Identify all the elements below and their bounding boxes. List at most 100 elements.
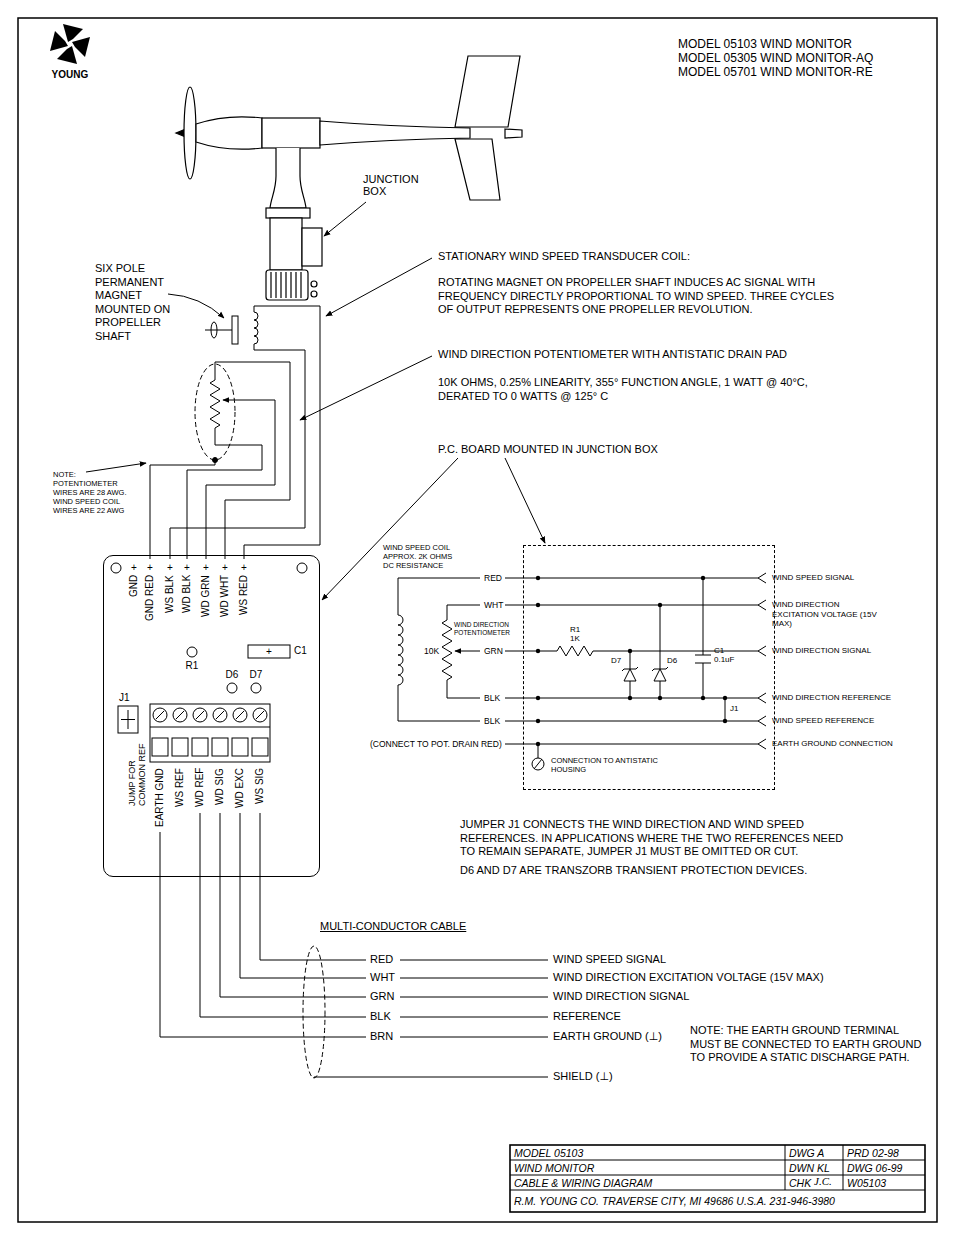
wire-color: WHT	[484, 600, 503, 610]
board-components	[153, 708, 167, 722]
signal-name: WIND SPEED SIGNAL	[772, 573, 854, 583]
schematic-wiring	[622, 667, 638, 671]
wind-monitor-illustration	[266, 270, 308, 300]
title-cell: DWG 06-99	[847, 1162, 902, 1175]
terminal-label: WS SIG	[255, 768, 265, 804]
terminal-label: WS RED	[239, 575, 249, 615]
wind-monitor-illustration	[311, 291, 317, 297]
callout-note: 10K OHMS, 0.25% LINEARITY, 355° FUNCTION…	[438, 375, 848, 403]
callout-heading: WIND DIRECTION POTENTIOMETER WITH ANTIST…	[438, 348, 787, 361]
terminal-label: WD EXC	[235, 768, 245, 808]
schematic-wiring	[505, 646, 758, 656]
board-components	[192, 738, 208, 756]
board-components	[248, 645, 290, 658]
junction-dot	[536, 719, 540, 723]
magnet-symbol	[211, 322, 217, 338]
wire-note: NOTE: POTENTIOMETER WIRES ARE 28 AWG. WI…	[53, 470, 138, 515]
title-block-grid	[510, 1145, 925, 1212]
wind-monitor-illustration	[505, 129, 522, 138]
board-components	[227, 683, 237, 693]
cable-wiring	[160, 832, 548, 1037]
terminal-label: WD REF	[195, 768, 205, 807]
polarity-mark: +	[147, 562, 153, 574]
schematic-wiring	[695, 578, 711, 698]
component-note: CONNECTION TO ANTISTATIC HOUSING	[551, 756, 663, 774]
component-label: R1	[570, 625, 580, 635]
wire-color: WHT	[370, 971, 395, 984]
jumper-note: JUMP FOR COMMON REF	[127, 738, 147, 806]
title-cell: MODEL 05103	[514, 1147, 583, 1160]
board-components	[150, 727, 270, 728]
young-logo	[57, 46, 77, 64]
coil-and-potentiometer-wiring	[150, 306, 320, 559]
board-components	[152, 738, 168, 756]
schematic-wiring	[534, 759, 542, 769]
board-components	[216, 711, 224, 719]
signal-name: EARTH GROUND (⊥)	[553, 1030, 662, 1043]
board-components	[176, 711, 184, 719]
wire-color: GRN	[484, 646, 503, 656]
junction-dot	[536, 576, 540, 580]
polarity-mark: +	[203, 562, 209, 574]
schematic-wiring	[758, 573, 766, 749]
coil-and-potentiometer-wiring	[213, 458, 218, 463]
terminal-label: WS REF	[175, 768, 185, 807]
signal-name: WIND DIRECTION SIGNAL	[553, 990, 689, 1003]
title-cell: DWN KL	[789, 1162, 830, 1175]
component-value: 0.1uF	[714, 655, 734, 665]
wire-color: BLK	[370, 1010, 391, 1023]
component-value: 10K	[424, 646, 439, 656]
component-label: J1	[730, 704, 738, 714]
schematic-wiring	[455, 651, 480, 652]
wind-monitor-illustration	[271, 272, 301, 298]
board-components	[251, 683, 261, 693]
board-components	[297, 563, 307, 573]
signal-name: REFERENCE	[553, 1010, 621, 1023]
polarity-mark: +	[167, 562, 173, 574]
schematic-wiring	[725, 698, 726, 721]
component-label: D6	[226, 669, 239, 681]
board-components	[213, 708, 227, 722]
component-label: C1	[294, 645, 307, 657]
terminal-label: GND RED	[145, 575, 155, 621]
junction-dot	[536, 576, 727, 746]
wind-monitor-illustration	[455, 139, 500, 200]
coil-and-potentiometer-wiring	[187, 435, 262, 559]
schematic-wiring	[505, 578, 758, 579]
junction-dot	[723, 719, 727, 723]
component-label: J1	[119, 692, 130, 704]
cable-wiring	[314, 1077, 548, 1078]
board-components	[196, 711, 204, 719]
leader-arrow	[322, 458, 458, 600]
component-note: WIND SPEED COIL APPROX. 2K OHMS DC RESIS…	[383, 543, 461, 570]
signal-name: SHIELD (⊥)	[553, 1070, 613, 1083]
schematic-wiring	[660, 605, 661, 698]
title-cell: W05103	[847, 1177, 886, 1190]
junction-dot	[536, 742, 540, 746]
terminal-label: WD WHT	[220, 575, 230, 617]
cable-wiring	[200, 813, 548, 1017]
board-components	[212, 738, 228, 756]
wind-monitor-illustration	[176, 56, 522, 300]
wind-monitor-illustration	[270, 148, 306, 208]
coil-and-potentiometer-wiring	[195, 364, 235, 460]
signal-name: WIND DIRECTION SIGNAL	[772, 646, 871, 656]
signal-name: WIND DIRECTION REFERENCE	[772, 693, 891, 703]
wind-monitor-illustration	[266, 208, 310, 218]
component-value: 1K	[570, 634, 580, 644]
wind-monitor-illustration	[302, 228, 322, 266]
coil-and-potentiometer-wiring	[215, 362, 290, 559]
junction-dot	[658, 603, 662, 607]
young-logo	[72, 37, 90, 57]
title-cell: DWG A	[789, 1147, 824, 1160]
board-components	[193, 708, 207, 722]
cable-heading: MULTI-CONDUCTOR CABLE	[320, 920, 466, 933]
junction-dot	[701, 576, 705, 580]
wire-color: RED	[484, 573, 502, 583]
title-cell: CHK	[789, 1177, 811, 1190]
magnet-symbol	[232, 316, 238, 344]
terminal-label: GND	[129, 575, 139, 597]
callout-note: ROTATING MAGNET ON PROPELLER SHAFT INDUC…	[438, 276, 848, 317]
schematic-wiring	[442, 605, 480, 698]
cable-wiring	[303, 946, 325, 1078]
